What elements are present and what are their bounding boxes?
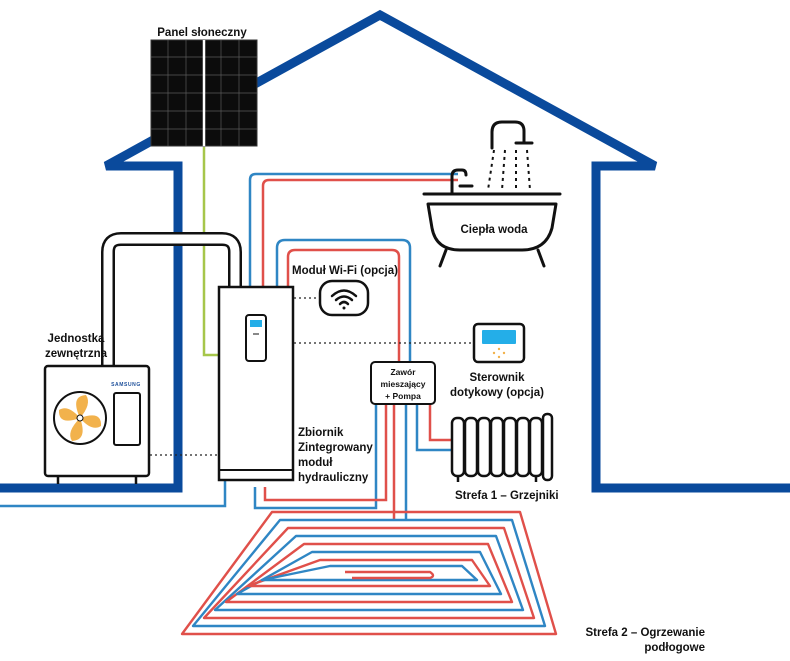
radiator-icon [450,412,554,482]
mixing-valve-label-line3: + Pompa [385,391,421,401]
shower-water-icon [487,149,531,191]
hot-water-pipes [248,172,458,287]
zone1-label: Strefa 1 – Grzejniki [455,490,559,502]
mixing-valve-label-line1: Zawór [390,367,416,377]
integrated-tank [217,285,295,482]
tank-label-line3: moduł [298,457,333,469]
zone2-label-line2: podłogowe [644,642,705,654]
outdoor-unit-brand: SAMSUNG [111,382,141,388]
touch-controller-label-line1: Sterownik [470,372,526,384]
mixing-valve-box [370,361,436,405]
mixing-valve-label-line2: mieszający [381,379,426,389]
solar-panel-label: Panel słoneczny [157,27,247,39]
tank-label-line2: Zintegrowany [298,442,373,454]
floor-heating-spiral [180,510,558,636]
solar-panel [150,39,258,147]
tank-label-line1: Zbiornik [298,427,344,439]
wifi-icon [330,289,358,310]
control-lines [150,297,474,456]
outdoor-unit-label-line2: zewnętrzna [45,348,108,360]
fan-icon [53,391,107,445]
wifi-module-label: Moduł Wi-Fi (opcja) [292,265,398,277]
bathtub-icon [422,120,562,268]
solar-cable [202,147,219,357]
tank-label-line4: hydrauliczny [298,472,369,484]
refrigerant-pipe [101,232,242,366]
heating-circuit-pipes [253,238,452,520]
house-outline [0,9,790,493]
touch-controller-label-line2: dotykowy (opcja) [450,387,544,399]
wifi-module [318,279,370,317]
zone2-label-line1: Strefa 2 – Ogrzewanie [585,627,705,639]
outdoor-unit-label-line1: Jednostka [48,333,105,345]
touch-controller [472,322,526,364]
hot-water-label: Ciepła woda [460,224,528,236]
outdoor-cold-pipe [0,479,227,508]
